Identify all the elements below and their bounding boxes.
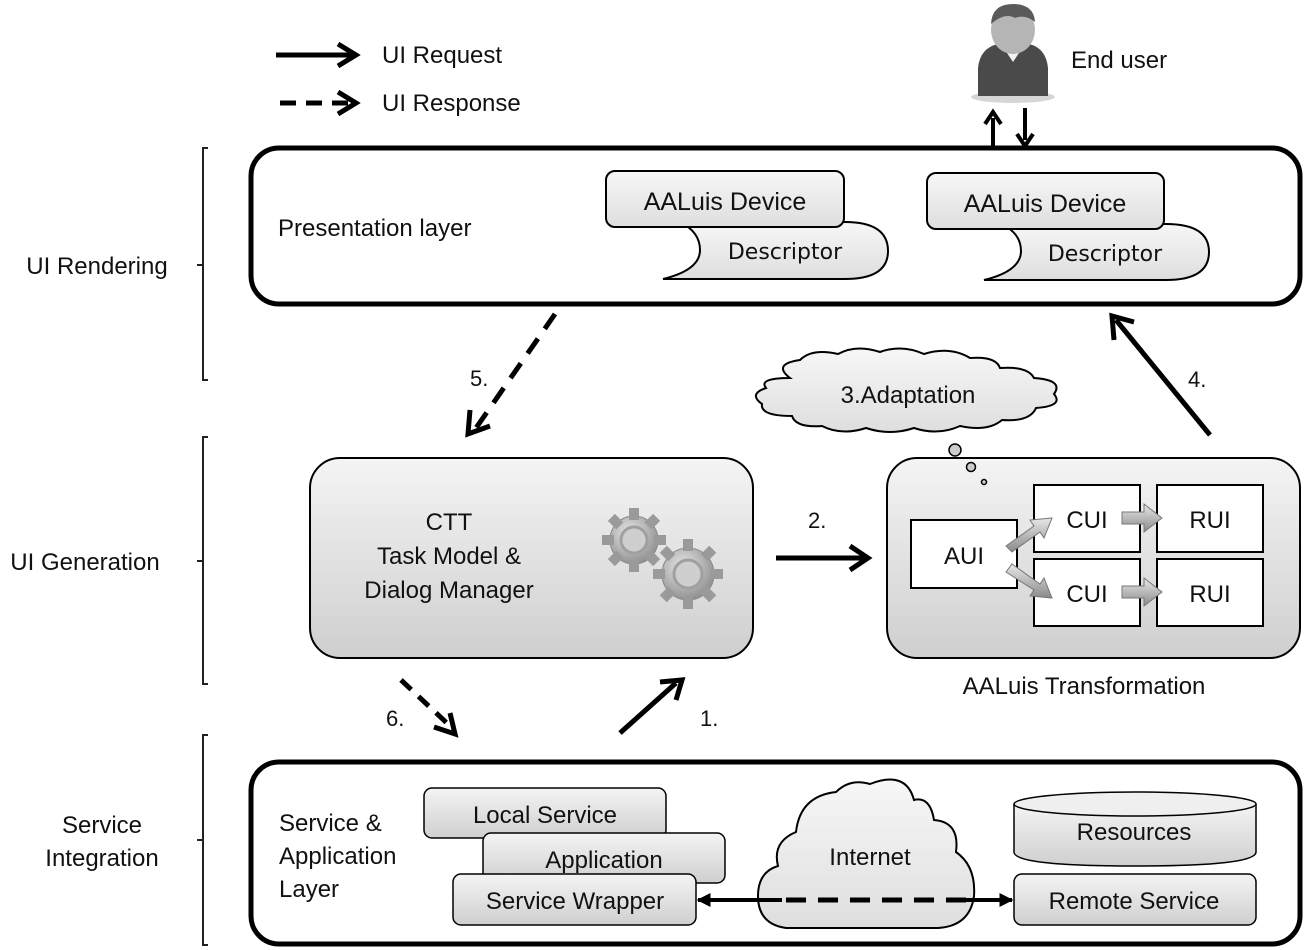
resources-label: Resources bbox=[1077, 819, 1192, 846]
presentation-layer-label: Presentation layer bbox=[278, 215, 471, 242]
thought-bubble bbox=[980, 478, 988, 486]
presentation-layer: Presentation layer AALuis Device Descrip… bbox=[248, 145, 1303, 307]
step-4-arrow: 4. bbox=[1109, 312, 1212, 437]
legend: UI Request UI Response bbox=[276, 41, 521, 117]
tier-label: Integration bbox=[45, 845, 158, 872]
legend-response: UI Response bbox=[280, 89, 521, 117]
internet-label: Internet bbox=[829, 844, 911, 871]
rui-box-1 bbox=[1156, 484, 1264, 553]
arrowhead-icon bbox=[336, 89, 361, 117]
arrowhead-icon bbox=[336, 41, 361, 69]
adaptation-cloud: 3.Adaptation bbox=[755, 347, 1058, 433]
service-layer-label: Service & bbox=[279, 810, 382, 837]
step-1-label: 1. bbox=[700, 706, 718, 731]
service-layer-label: Layer bbox=[279, 876, 339, 903]
step-6-arrow: 6. bbox=[386, 678, 459, 738]
service-wrapper-box bbox=[452, 873, 697, 926]
device-descriptor-2: AALuis Device Descriptor bbox=[926, 172, 1211, 281]
service-layer-label: Application bbox=[279, 843, 396, 870]
step-2-arrow: 2. bbox=[776, 508, 873, 573]
cui-label: CUI bbox=[1066, 581, 1107, 608]
aui-label: AUI bbox=[944, 543, 984, 570]
service-wrapper-label: Service Wrapper bbox=[486, 888, 664, 915]
descriptor-subtitle: Descriptor bbox=[1048, 242, 1163, 267]
aui-to-cui-arrow bbox=[1005, 517, 1053, 553]
step-6-label: 6. bbox=[386, 706, 404, 731]
descriptor-title: AALuis Device bbox=[964, 190, 1127, 218]
thought-bubble bbox=[948, 443, 962, 457]
step-1-arrow: 1. bbox=[618, 677, 718, 735]
remote-service-box bbox=[1013, 873, 1257, 926]
cui-label: CUI bbox=[1066, 507, 1107, 534]
tier-ui-generation: UI Generation bbox=[10, 436, 208, 685]
descriptor-subtitle: Descriptor bbox=[728, 240, 843, 265]
legend-response-label: UI Response bbox=[382, 90, 521, 117]
device-descriptor-1: AALuis Device Descriptor bbox=[605, 170, 890, 280]
user-avatar-icon bbox=[971, 4, 1055, 103]
tier-label: Service bbox=[62, 812, 142, 839]
end-user: End user bbox=[971, 4, 1167, 150]
user-down-arrow bbox=[1015, 108, 1035, 150]
application-label: Application bbox=[545, 847, 662, 874]
aaluis-transformation: AUI CUI CUI RUI RUI AALuis Transformatio… bbox=[886, 443, 1301, 700]
remote-service-label: Remote Service bbox=[1049, 888, 1220, 915]
aui-box bbox=[910, 519, 1018, 589]
descriptor-title: AALuis Device bbox=[644, 188, 807, 216]
local-service-label: Local Service bbox=[473, 802, 617, 829]
end-user-label: End user bbox=[1071, 47, 1167, 74]
dialog-manager-line3: Dialog Manager bbox=[364, 577, 533, 604]
legend-request-label: UI Request bbox=[382, 42, 502, 69]
tier-label: UI Rendering bbox=[26, 253, 167, 280]
transformation-caption: AALuis Transformation bbox=[963, 673, 1206, 700]
gears-icon bbox=[602, 508, 723, 609]
tier-service-integration: Service Integration bbox=[45, 734, 208, 946]
dialog-manager-line2: Task Model & bbox=[377, 543, 521, 570]
step-5-arrow: 5. bbox=[465, 312, 558, 438]
resources-database-icon bbox=[1013, 791, 1257, 867]
cui-to-rui-arrow bbox=[1121, 576, 1163, 608]
rui-box-2 bbox=[1156, 558, 1264, 627]
adaptation-label: 3.Adaptation bbox=[841, 382, 976, 409]
thought-bubble bbox=[965, 461, 977, 473]
legend-request: UI Request bbox=[276, 41, 502, 69]
step-4-label: 4. bbox=[1188, 367, 1206, 392]
step-5-label: 5. bbox=[470, 366, 488, 391]
tier-label: UI Generation bbox=[10, 549, 159, 576]
rui-label: RUI bbox=[1189, 507, 1230, 534]
dialog-manager-line1: CTT bbox=[426, 509, 473, 536]
step-2-label: 2. bbox=[808, 508, 826, 533]
rui-label: RUI bbox=[1189, 581, 1230, 608]
aui-to-cui-arrow bbox=[1005, 563, 1053, 599]
dialog-manager: CTT Task Model & Dialog Manager bbox=[309, 457, 754, 659]
user-up-arrow bbox=[983, 108, 1003, 146]
internet-cloud-icon bbox=[756, 778, 976, 929]
service-application-layer: Service & Application Layer Local Servic… bbox=[248, 759, 1303, 947]
cui-to-rui-arrow bbox=[1121, 502, 1163, 534]
tier-ui-rendering: UI Rendering bbox=[26, 147, 208, 381]
